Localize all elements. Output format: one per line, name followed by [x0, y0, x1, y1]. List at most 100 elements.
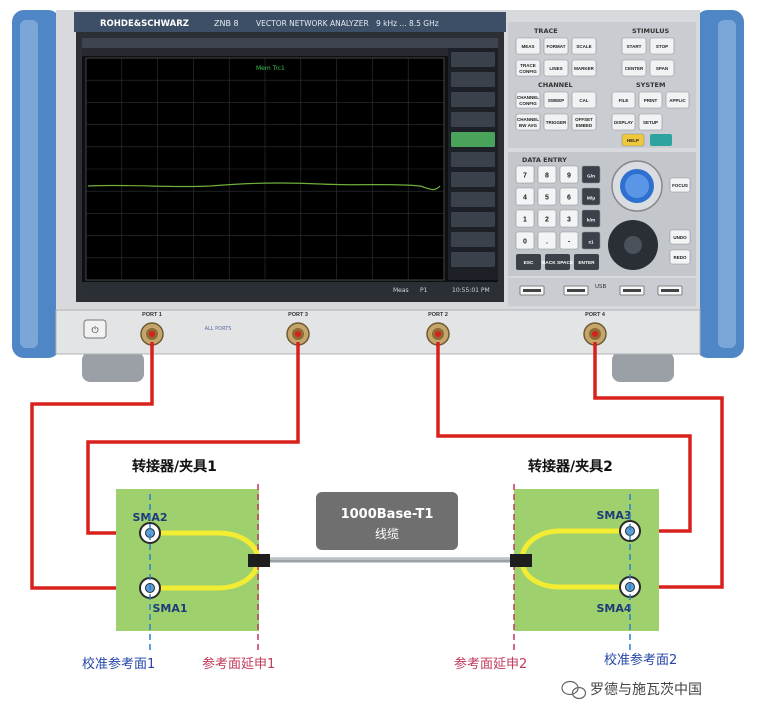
numpad-key[interactable]: [581, 187, 601, 206]
plot-grid: [86, 58, 444, 280]
key-label: LINES: [549, 66, 562, 71]
numpad-key-label: .: [546, 239, 548, 246]
key-lines[interactable]: [543, 59, 569, 77]
fixture2-title: 转接器/夹具2: [528, 458, 613, 475]
numpad-key-label: 3: [567, 217, 571, 224]
numpad-key[interactable]: [559, 187, 579, 206]
key-cal[interactable]: [571, 91, 597, 109]
key-applic[interactable]: [665, 91, 690, 109]
numpad-key-label: 1: [523, 217, 527, 224]
numpad-key[interactable]: [559, 209, 579, 228]
numpad-key-label: k/m: [587, 218, 595, 224]
ext-plane1-label: 参考面延申1: [202, 656, 275, 672]
key-stop[interactable]: [649, 37, 675, 55]
key-undo[interactable]: [669, 229, 691, 245]
usb-ports: [519, 285, 683, 296]
key-label: TRIGGER: [546, 120, 567, 125]
numpad-key[interactable]: [515, 187, 535, 206]
key-meas[interactable]: [515, 37, 541, 55]
numpad-key[interactable]: [581, 209, 601, 228]
key-trace-config[interactable]: [515, 59, 541, 77]
key-setup[interactable]: [638, 113, 663, 131]
softkey[interactable]: [451, 152, 495, 167]
key-enter[interactable]: [574, 254, 599, 270]
key-start[interactable]: [621, 37, 647, 55]
softkey[interactable]: [451, 232, 495, 247]
key-help[interactable]: [621, 133, 645, 147]
softkey[interactable]: [451, 72, 495, 87]
key-cyan[interactable]: [650, 134, 672, 146]
key-print[interactable]: [638, 91, 663, 109]
numpad-key[interactable]: [559, 165, 579, 184]
numpad-key-label: 5: [545, 195, 549, 202]
key-esc[interactable]: [516, 254, 541, 270]
key-channel-bw-avg[interactable]: [515, 113, 541, 131]
numpad-key[interactable]: [581, 231, 601, 250]
section-stimulus: STIMULUS: [632, 27, 669, 35]
key-label: BACK SPACE: [542, 260, 574, 266]
key-label: STOP: [656, 44, 668, 49]
ext-plane2-label: 参考面延申2: [454, 656, 527, 672]
numpad-key[interactable]: [515, 231, 535, 250]
key-format[interactable]: [543, 37, 569, 55]
numpad-key[interactable]: [581, 165, 601, 184]
key-file[interactable]: [611, 91, 636, 109]
softkey[interactable]: [451, 192, 495, 207]
numpad-key[interactable]: [537, 165, 557, 184]
section-data-entry: DATA ENTRY: [522, 156, 567, 164]
key-span[interactable]: [649, 59, 675, 77]
key-marker[interactable]: [571, 59, 597, 77]
key-channel-config[interactable]: [515, 91, 541, 109]
key-focus[interactable]: [669, 177, 691, 193]
power-note: ALL PORTS: [205, 326, 232, 332]
key-redo[interactable]: [669, 249, 691, 265]
red-cables: [30, 342, 724, 590]
section-channel: CHANNEL: [538, 81, 573, 89]
numpad-key-label: M/μ: [587, 196, 595, 202]
softkey[interactable]: [451, 92, 495, 107]
softkey[interactable]: [451, 172, 495, 187]
key-label: CONFIG: [519, 69, 537, 74]
numpad-key[interactable]: [515, 165, 535, 184]
softkey[interactable]: [451, 132, 495, 147]
softkey[interactable]: [451, 212, 495, 227]
numpad-key[interactable]: [537, 187, 557, 206]
numpad-key-label: 4: [523, 195, 527, 202]
range-label: 9 kHz ... 8.5 GHz: [376, 19, 439, 28]
vector-network-analyzer: ROHDE&SCHWARZ ZNB 8 VECTOR NETWORK ANALY…: [12, 10, 744, 382]
key-display[interactable]: [611, 113, 636, 131]
fixture2-board: [514, 489, 659, 631]
numpad-key[interactable]: [515, 209, 535, 228]
port-label: PORT 4: [585, 312, 606, 318]
key-label: BW AVG: [519, 123, 537, 128]
section-trace: TRACE: [534, 27, 558, 35]
key-sweep[interactable]: [543, 91, 569, 109]
numpad-key-label: G/n: [587, 174, 595, 180]
cable-1000base-t1: 1000Base-T1 线缆: [248, 492, 532, 567]
key-center[interactable]: [621, 59, 647, 77]
numpad-key[interactable]: [537, 231, 557, 250]
key-scale[interactable]: [571, 37, 597, 55]
softkey[interactable]: [451, 252, 495, 267]
power-button[interactable]: [83, 319, 107, 339]
key-label: HELP: [627, 138, 639, 143]
port-label: PORT 1: [142, 312, 162, 318]
screen-p1: P1: [420, 287, 428, 294]
key-label: CONFIG: [519, 101, 537, 106]
port-label: PORT 2: [428, 312, 448, 318]
cable-connector-right: [510, 554, 532, 567]
numpad-key-label: 8: [545, 173, 549, 180]
cal-plane2-label: 校准参考面2: [604, 652, 677, 668]
numpad-key-label: 9: [567, 173, 571, 180]
softkey[interactable]: [451, 112, 495, 127]
key-label: EMBED: [576, 123, 593, 128]
key-trigger[interactable]: [543, 113, 569, 131]
softkey[interactable]: [451, 52, 495, 67]
key-back-space[interactable]: [545, 254, 570, 270]
numpad-key[interactable]: [559, 231, 579, 250]
numpad-key[interactable]: [537, 209, 557, 228]
fixture1-title: 转接器/夹具1: [132, 458, 217, 475]
cable-port3-sma2: [86, 342, 300, 535]
key-offset-embed[interactable]: [571, 113, 597, 131]
